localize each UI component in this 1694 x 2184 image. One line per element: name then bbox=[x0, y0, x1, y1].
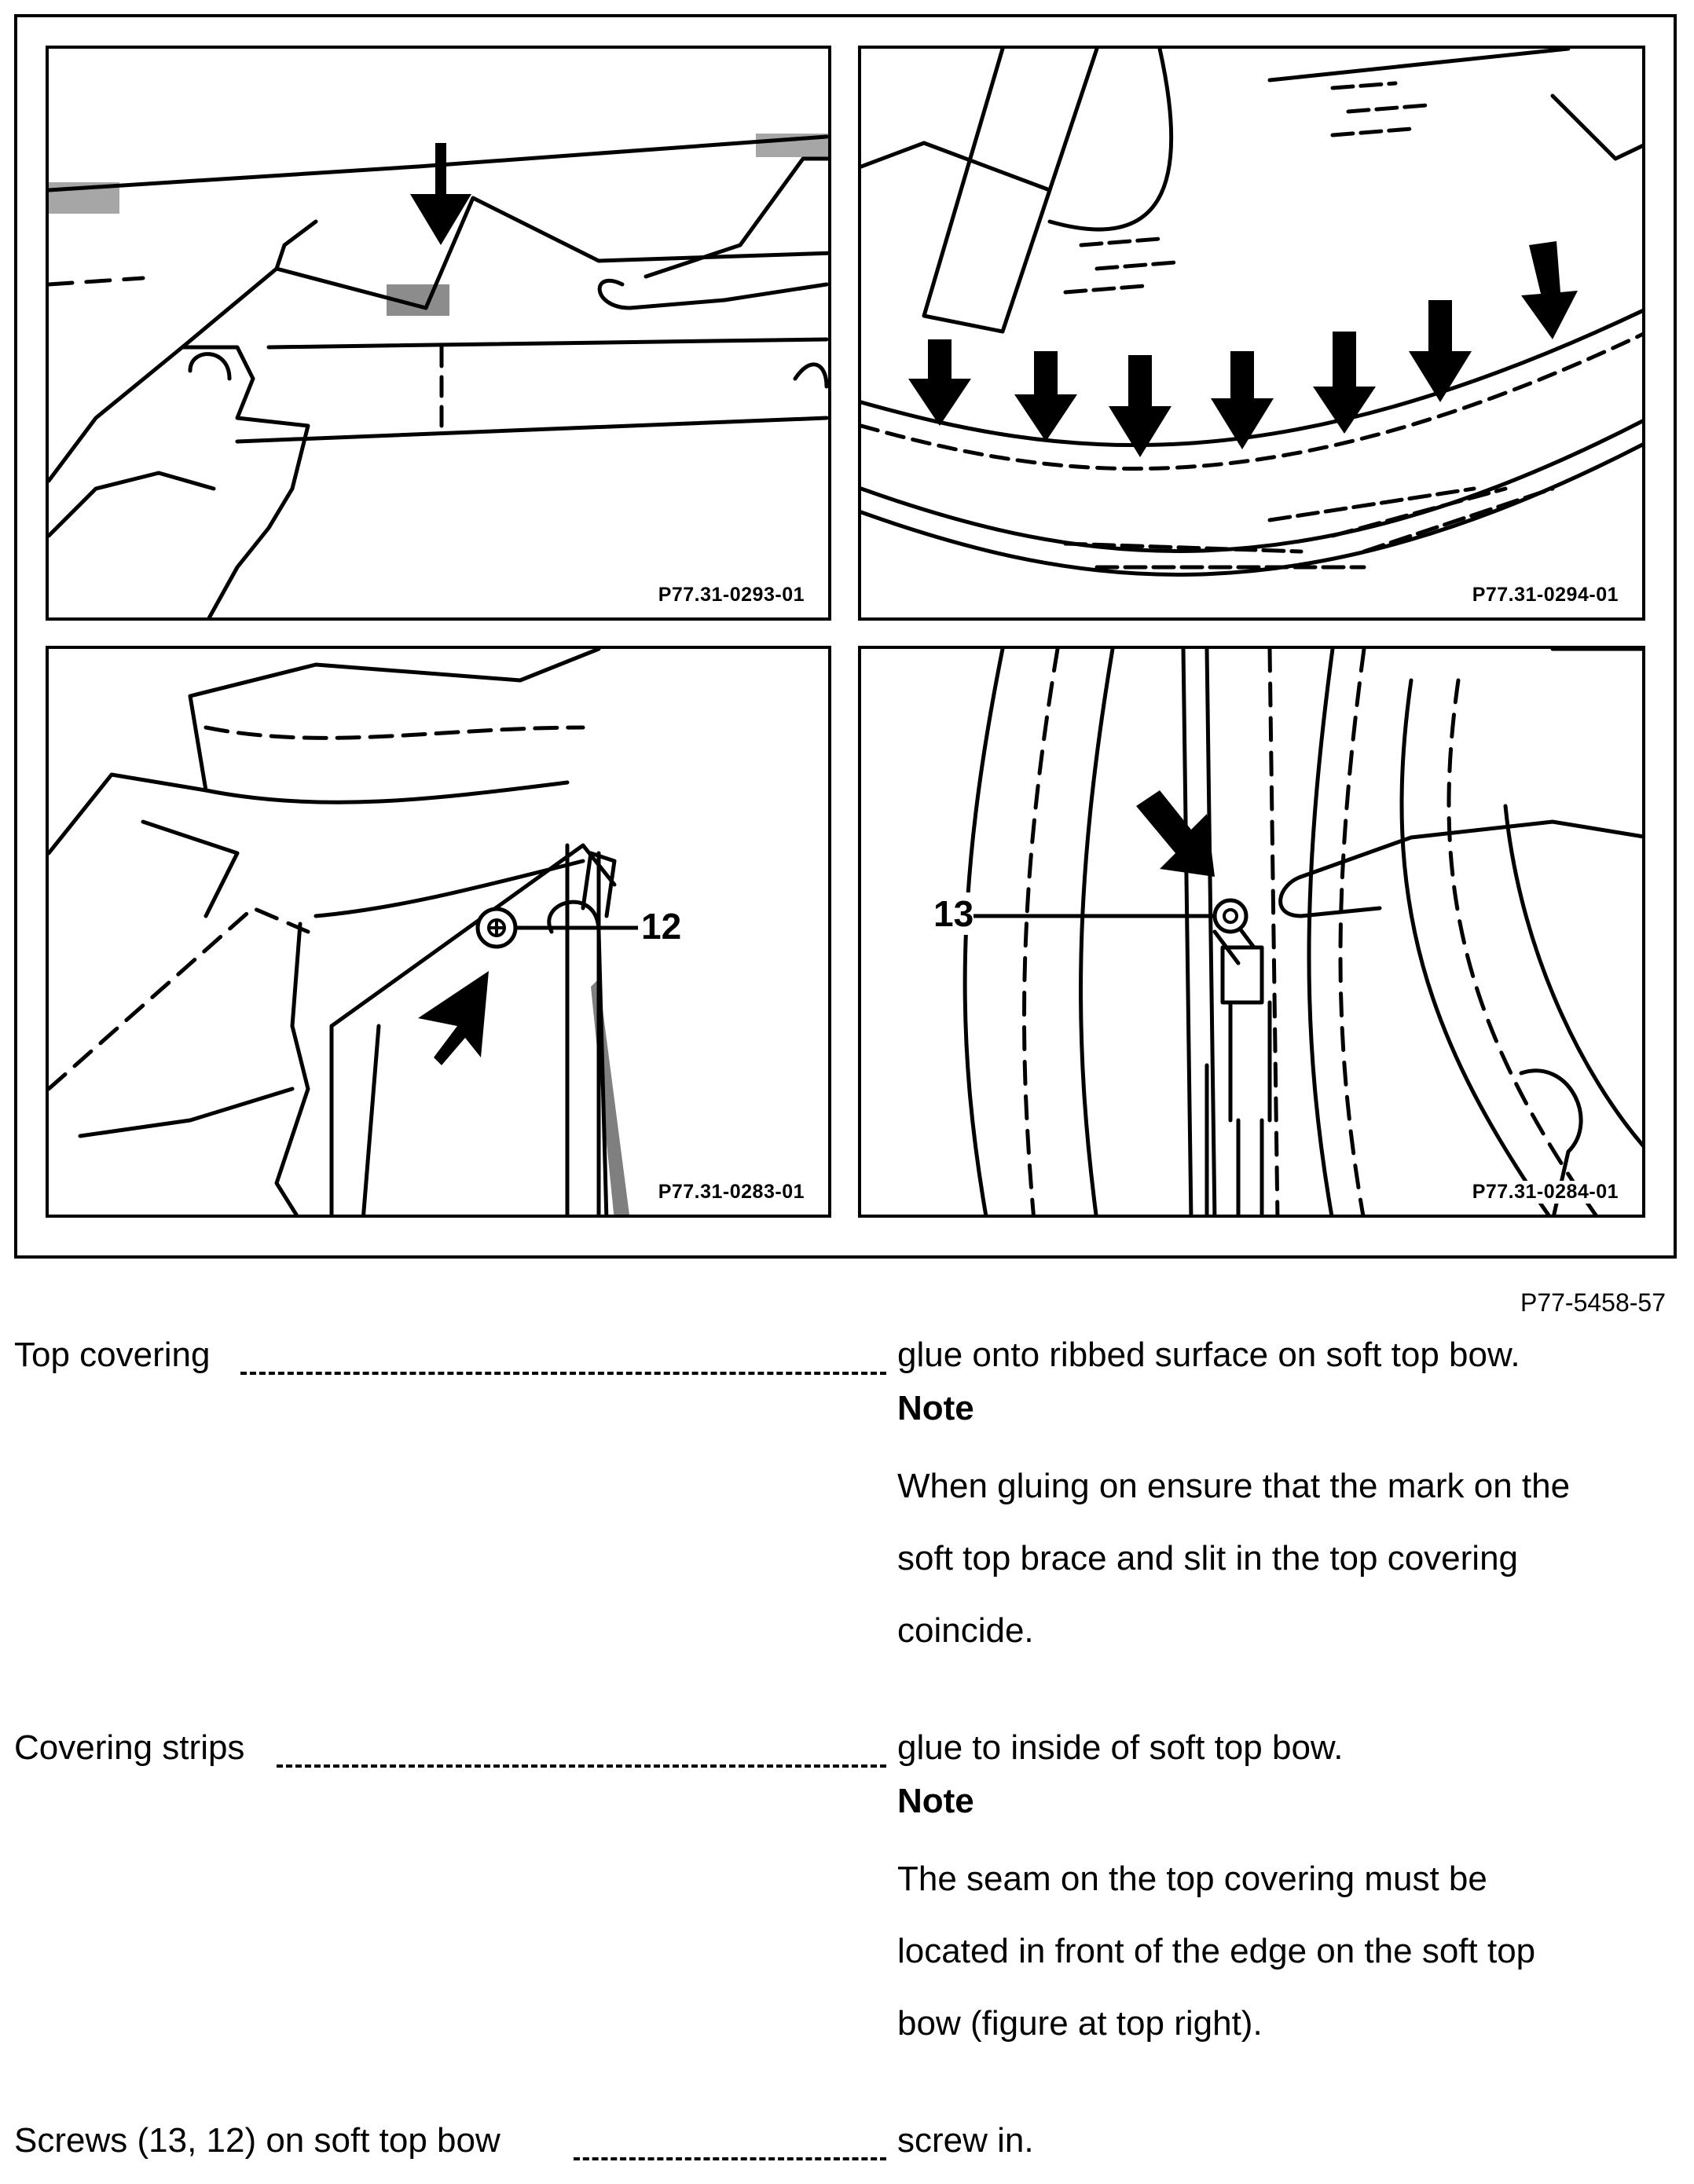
figure-panel-bottom-left: 12 P77.31-0283-01 bbox=[46, 646, 831, 1218]
illustration-screw-12 bbox=[49, 649, 638, 1215]
figure-panel-bottom-right: 13 P77.31-0284-01 bbox=[858, 646, 1645, 1218]
note-line: The seam on the top covering must be bbox=[897, 1860, 1487, 1898]
note-text: The seam on the top covering must be loc… bbox=[897, 1843, 1675, 2060]
note-line: bow (figure at top right). bbox=[897, 2004, 1263, 2043]
step-instruction: glue to inside of soft top bow. bbox=[897, 1728, 1344, 1767]
figure-panel-top-right: P77.31-0294-01 bbox=[858, 46, 1645, 621]
note-line: When gluing on ensure that the mark on t… bbox=[897, 1467, 1571, 1505]
illustration-screw-13 bbox=[948, 649, 1642, 1215]
note-line: soft top brace and slit in the top cover… bbox=[897, 1539, 1519, 1578]
step-instruction: glue onto ribbed surface on soft top bow… bbox=[897, 1336, 1520, 1374]
step-label-screws: Screws (13, 12) on soft top bow bbox=[14, 2121, 500, 2160]
step-label-top-covering: Top covering bbox=[14, 1336, 211, 1374]
step-instruction: screw in. bbox=[897, 2121, 1034, 2160]
note-heading: Note bbox=[897, 1782, 974, 1820]
illustration-glue-covering-strips bbox=[861, 49, 1642, 577]
step-label-covering-strips: Covering strips bbox=[14, 1728, 245, 1767]
callout-13: 13 bbox=[933, 892, 974, 935]
note-line: located in front of the edge on the soft… bbox=[897, 1932, 1536, 1970]
panel-code: P77.31-0283-01 bbox=[654, 1181, 808, 1204]
panel-code: P77.31-0294-01 bbox=[1468, 584, 1622, 606]
leader-dots bbox=[240, 1372, 886, 1375]
note-line: coincide. bbox=[897, 1611, 1034, 1650]
illustration-glue-top-covering bbox=[49, 134, 828, 617]
note-text: When gluing on ensure that the mark on t… bbox=[897, 1450, 1675, 1667]
figure-frame bbox=[14, 14, 1677, 1259]
leader-dots bbox=[277, 1764, 886, 1768]
callout-12: 12 bbox=[641, 905, 682, 947]
figure-panel-top-left: P77.31-0293-01 bbox=[46, 46, 831, 621]
panel-code: P77.31-0284-01 bbox=[1468, 1181, 1622, 1204]
leader-dots bbox=[574, 2157, 886, 2160]
note-heading: Note bbox=[897, 1389, 974, 1427]
figure-id: P77-5458-57 bbox=[1520, 1288, 1666, 1317]
panel-code: P77.31-0293-01 bbox=[654, 584, 808, 606]
